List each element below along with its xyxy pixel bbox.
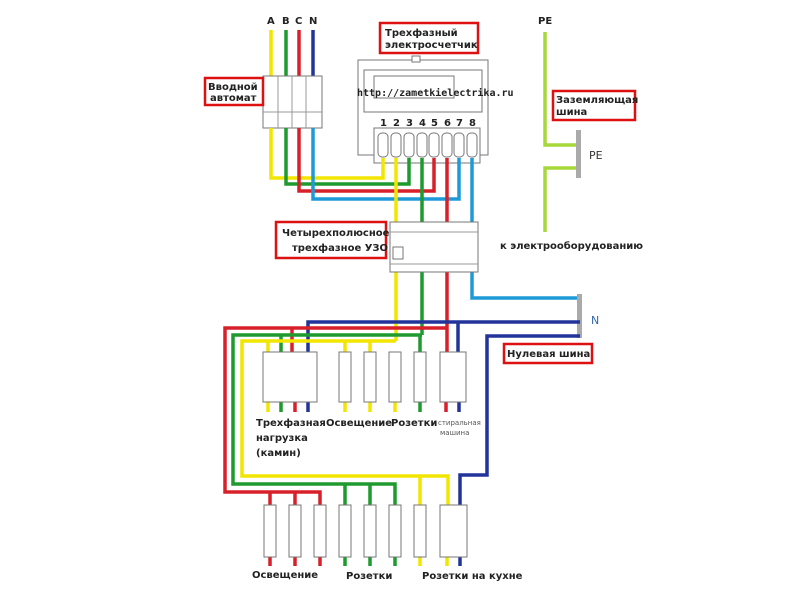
terminal-4: 4 <box>419 118 426 129</box>
meter-input-wires <box>269 128 461 201</box>
terminal-1: 1 <box>380 118 387 129</box>
washing-machine-label: стиральная <box>438 419 481 427</box>
ground-bus: PE PE к электрооборудованию <box>500 16 643 252</box>
callout-text: Заземляющая <box>556 95 638 106</box>
breaker <box>413 504 427 558</box>
to-equipment-label: к электрооборудованию <box>500 240 643 252</box>
breaker <box>363 504 377 558</box>
pe-bus-label: PE <box>589 149 603 162</box>
washing-machine-label: машина <box>440 429 469 437</box>
sockets-label: Розетки <box>391 418 437 429</box>
incoming-wires <box>269 30 315 76</box>
terminal-3: 3 <box>406 118 413 129</box>
callout-text: электросчетчик <box>385 40 478 51</box>
callout-input-breaker: Вводной автомат <box>203 76 265 107</box>
breaker <box>413 351 427 403</box>
input-breaker <box>262 75 323 129</box>
callout-rcd: Четырехполюсное трехфазное УЗО <box>274 220 390 260</box>
sockets-label-2: Розетки <box>346 571 392 582</box>
callout-text: Вводной <box>208 82 258 93</box>
callout-text: Четырехполюсное <box>282 228 390 239</box>
callout-text: трехфазное УЗО <box>292 242 388 254</box>
three-phase-load-label: Трехфазная <box>256 417 326 429</box>
kitchen-sockets-label: Розетки на кухне <box>422 571 523 582</box>
callout-neutral-bus: Нулевая шина <box>502 342 594 365</box>
breaker <box>338 351 352 403</box>
phase-label-c: C <box>295 16 302 27</box>
terminal-6: 6 <box>444 118 451 129</box>
breaker <box>338 504 352 558</box>
callout-ground-bus: Заземляющая шина <box>551 89 638 122</box>
phase-label-b: B <box>282 16 290 27</box>
breaker <box>388 504 402 558</box>
lighting-label: Освещение <box>326 418 392 429</box>
terminal-8: 8 <box>469 118 476 129</box>
callout-text: шина <box>556 107 587 118</box>
pe-top-label: PE <box>538 16 552 27</box>
breaker <box>388 351 402 403</box>
breaker <box>263 504 277 558</box>
three-phase-load-label: нагрузка <box>256 433 308 444</box>
upper-devices <box>262 351 467 403</box>
callout-text: Нулевая шина <box>507 349 590 360</box>
n-bus-label: N <box>591 314 599 327</box>
neutral-bus: N <box>577 294 599 338</box>
breaker <box>363 351 377 403</box>
lighting-label-2: Освещение <box>252 570 318 581</box>
kitchen-rcd <box>439 504 468 558</box>
breaker <box>313 504 327 558</box>
circuit-labels: Трехфазная нагрузка (камин) Освещение Ро… <box>252 417 523 582</box>
phase-label-n: N <box>309 16 317 27</box>
washing-rcd <box>439 351 467 403</box>
distribution-wires <box>223 320 580 566</box>
callout-text: Трехфазный <box>385 27 458 39</box>
lower-devices <box>263 504 468 558</box>
callout-text: автомат <box>210 93 257 104</box>
electricity-meter: http://zametkielectrika.ru 1 2 3 4 5 6 7… <box>357 55 514 164</box>
meter-terminals: 1 2 3 4 5 6 7 8 <box>377 118 478 158</box>
terminal-7: 7 <box>456 118 463 129</box>
three-phase-rcd <box>262 351 318 403</box>
phase-label-a: A <box>267 16 275 27</box>
watermark-url: http://zametkielectrika.ru <box>357 87 514 99</box>
callout-meter: Трехфазный электросчетчик <box>378 21 480 55</box>
main-rcd <box>389 221 479 273</box>
three-phase-load-label: (камин) <box>256 448 301 459</box>
terminal-2: 2 <box>393 118 400 129</box>
breaker <box>288 504 302 558</box>
phase-labels: A B C N <box>267 16 317 27</box>
terminal-5: 5 <box>431 118 438 129</box>
